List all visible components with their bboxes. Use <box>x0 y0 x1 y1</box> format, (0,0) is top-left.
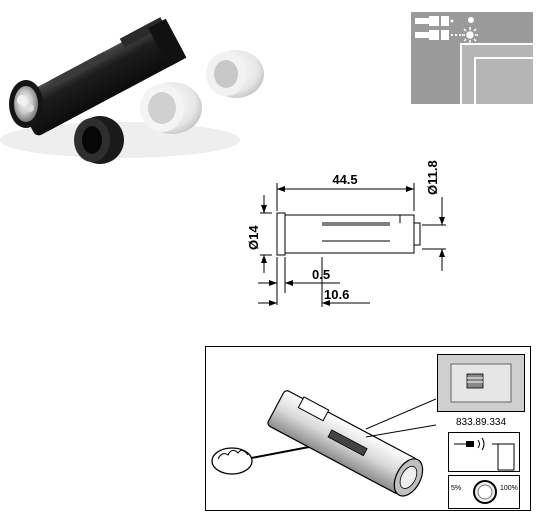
diameter-body-label: Ø14 <box>246 225 261 250</box>
connector-icon <box>415 16 474 26</box>
body-outline <box>276 214 415 254</box>
black-bezel-ring <box>74 116 124 164</box>
length-label: 44.5 <box>332 172 357 187</box>
led-housing <box>17 17 187 136</box>
product-photo <box>0 17 264 164</box>
dimension-drawing: 44.5 Ø14 Ø11.8 0.5 10.6 <box>246 160 446 307</box>
light-burst-icon <box>462 27 478 43</box>
sensor-switch-icon <box>448 432 520 472</box>
flange-label: 0.5 <box>312 267 330 282</box>
white-sleeve-back <box>206 50 264 98</box>
detail-inset <box>437 354 525 412</box>
installation-illustration <box>211 390 436 497</box>
led-housing-illustration <box>267 390 424 497</box>
application-icon <box>411 12 533 104</box>
dimmer-max-label: 100% <box>500 485 518 492</box>
part-number-text: 833.89.334 <box>455 417 507 428</box>
flange-depth-label: 10.6 <box>324 287 349 302</box>
diameter-tip-label: Ø11.8 <box>425 160 440 195</box>
screwdriver-icon <box>211 438 352 475</box>
dimmer-knob-icon <box>473 480 497 504</box>
white-sleeve-front <box>140 82 202 134</box>
connector-light-icon <box>415 27 478 43</box>
dimmer-min-label: 5% <box>451 485 462 492</box>
